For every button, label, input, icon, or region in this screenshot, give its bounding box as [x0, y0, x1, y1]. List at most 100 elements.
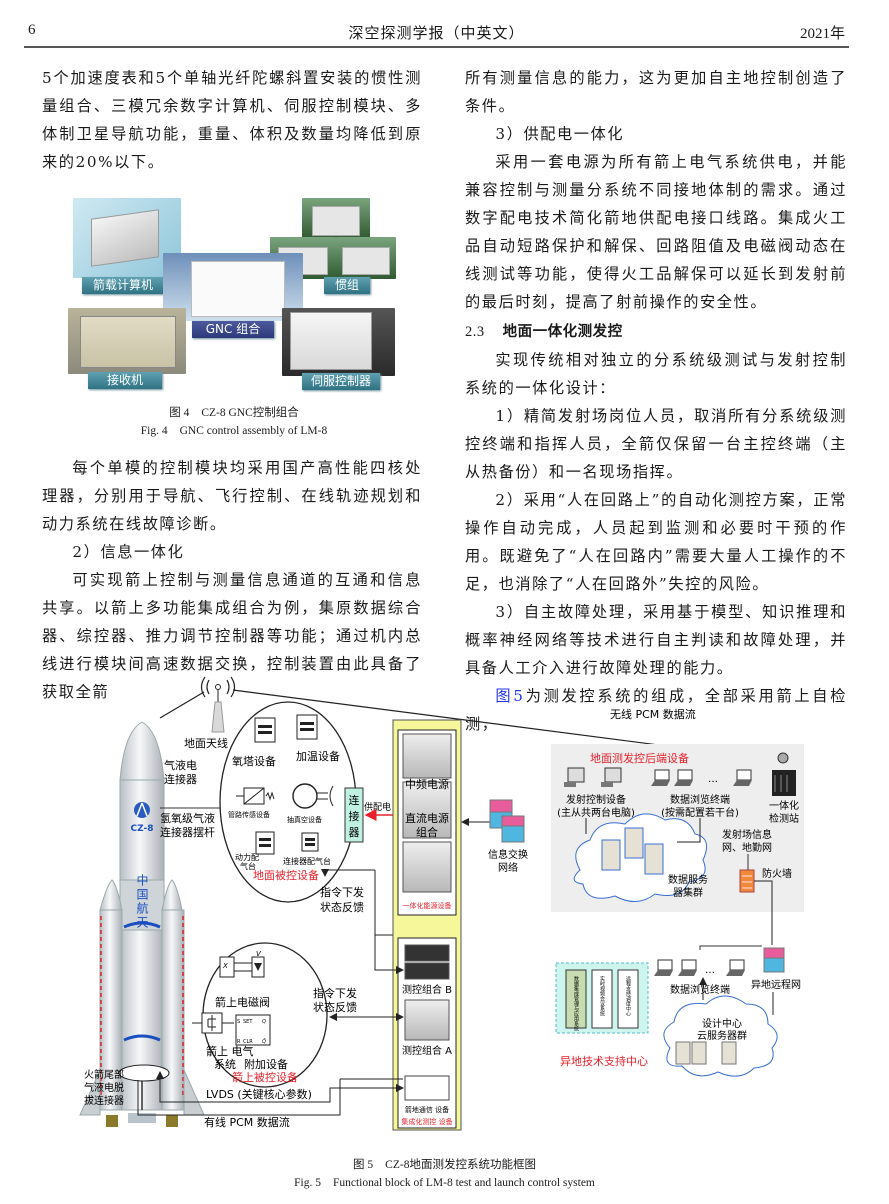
electric-system-icon — [192, 1012, 234, 1034]
dc-label-2: 组合 — [416, 825, 438, 839]
paragraph: 每个单模的控制模块均采用国产高性能四核处理器，分别用于导航、飞行控制、在线轨迹规… — [42, 459, 422, 533]
section-number: 2.3 — [465, 324, 485, 340]
remote-system-box — [565, 969, 587, 1029]
swing-rod-label-1: 氢氧级气液 — [160, 811, 215, 825]
remote-system-box — [591, 969, 613, 1029]
info-exchange-label-2: 网络 — [498, 861, 518, 874]
switch-icon — [763, 947, 785, 973]
server-label-2: 器集群 — [673, 886, 703, 899]
backend-ellipsis: … — [708, 774, 718, 785]
flip-flop-icon — [235, 1014, 271, 1046]
ff-s: S — [237, 1019, 240, 1025]
cabinet-icon — [255, 831, 275, 855]
remote-box-label-3: 远程支持调度中心 — [625, 975, 631, 1016]
tail-connector-label-2: 气液电脱 — [84, 1081, 124, 1094]
switch-icon — [489, 799, 525, 843]
launch-net-label-1: 发射场信息 — [722, 828, 772, 841]
group-a-label: 测控组合 A — [402, 1044, 452, 1057]
paragraph: 5个加速度表和5个单轴光纤陀螺斜置安装的惯性测量组合、三模冗余数字计算机、伺服控… — [42, 69, 422, 171]
valve-v-label: V — [256, 950, 262, 958]
list-item: 3）自主故障处理，采用基于模型、知识推理和概率神经网络等技术进行自主判读和故障处… — [465, 603, 847, 677]
solenoid-label: 箭上电磁阀 — [215, 995, 270, 1009]
desktop-computer-icon — [564, 767, 585, 787]
paragraph: 实现传统相对独立的分系统级测试与发射控制系统的一体化设计： — [465, 351, 847, 397]
label-servo: 伺服控制器 — [302, 373, 380, 390]
paragraph: 采用一套电源为所有箭上电气系统供电，并能兼容控制与测量分系统不同接地体制的需求。… — [465, 153, 847, 311]
power-supply-label: 供配电 — [364, 801, 391, 813]
publication-year: 2021年 — [799, 26, 845, 42]
ground-antenna-label: 地面天线 — [184, 736, 228, 750]
rocket-illustration — [79, 721, 205, 1127]
power-gas-label-1: 动力配 — [235, 852, 259, 862]
servo-photo — [282, 308, 395, 376]
wired-pcm-link — [137, 1078, 403, 1116]
caption-text-cn: CZ-8地面测发控系统功能框图 — [385, 1159, 536, 1171]
cloud-label-1: 设计中心 — [702, 1017, 742, 1030]
swing-rod-label-2: 连接器摆杆 — [160, 825, 215, 839]
power-gas-label-2: 气台 — [240, 861, 256, 871]
nitrogen-tower-label: 氧塔设备 — [232, 754, 276, 768]
ff-set: SET — [243, 1019, 253, 1025]
cloud-label-2: 云服务器群 — [697, 1029, 747, 1042]
onboard-title: 箭上被控设备 — [232, 1070, 298, 1084]
power-rack-title: 一体化能源设备 — [403, 901, 452, 910]
right-column: 所有测量信息的能力，这为更加自主地控制创造了条件。 3）供配电一体化 采用一套电… — [465, 64, 847, 738]
antenna-icon — [200, 676, 236, 733]
laptop-icon — [674, 769, 693, 786]
label-gnc: GNC 组合 — [192, 321, 274, 338]
electric-label-2: 系统 — [214, 1058, 236, 1071]
server-label-1: 数据服务 — [668, 873, 708, 886]
gnc-render — [163, 253, 303, 321]
connector-char-1: 连 — [349, 794, 360, 807]
cmd-label-2a: 指令下发 — [313, 986, 357, 1000]
launch-net-label-2: 网、地勤网 — [722, 841, 772, 854]
remote-ellipsis: … — [705, 965, 715, 976]
cabinet-icon — [301, 832, 319, 852]
label-receiver: 接收机 — [88, 372, 162, 389]
list-item: 2）采用“人在回路上”的自动化测控方案，正常操作自动完成，人员起到监测和必要时干… — [465, 491, 847, 593]
tail-connector-label-3: 拔连接器 — [84, 1094, 124, 1107]
laptop-icon — [678, 959, 697, 976]
info-exchange-label-1: 信息交换 — [488, 848, 528, 861]
list-item-title: 2）信息一体化 — [72, 543, 185, 561]
remote-browse-label: 数据浏览终端 — [670, 983, 730, 996]
cmd-label-1a: 指令下发 — [320, 885, 364, 899]
rocket-badge: CZ-8 — [131, 824, 154, 834]
vacuum-pump-icon — [292, 783, 334, 809]
cabinet-icon — [254, 717, 276, 743]
left-column-body: 每个单模的控制模块均采用国产高性能四核处理器，分别用于导航、飞行控制、在线轨迹规… — [42, 454, 422, 706]
remote-box-label-2: 实时视频会议系统 — [599, 975, 605, 1017]
cmd-label-1b: 状态反馈 — [320, 900, 364, 914]
connector-gas-label: 连接器配气台 — [283, 856, 331, 866]
caption-number-en: Fig. 4 — [140, 425, 168, 437]
browse-label-1: 数据浏览终端 — [670, 793, 730, 806]
figure-5-link[interactable]: 图5 — [495, 687, 525, 705]
connector-char-2: 接 — [349, 810, 360, 823]
tail-connector-ellipse — [118, 1064, 170, 1082]
list-item-title: 3）供配电一体化 — [495, 125, 625, 143]
lvds-label: LVDS (关键核心参数) — [206, 1087, 312, 1101]
additional-label: 附加设备 — [244, 1057, 288, 1071]
firewall-label: 防火墙 — [762, 867, 792, 880]
launch-ctrl-label-1: 发射控制设备 — [566, 793, 626, 806]
remote-box-label-1: 数据集成管理与应用系统 — [573, 975, 579, 1032]
remote-center-title: 异地技术支持中心 — [560, 1054, 648, 1068]
ground-devices-title: 地面被控设备 — [253, 868, 319, 882]
ff-r: R — [237, 1039, 241, 1045]
connector-box — [344, 787, 364, 843]
laptop-icon — [654, 959, 673, 976]
valve-x-label: X — [222, 962, 228, 970]
label-imu: 惯组 — [324, 277, 370, 294]
backend-title: 地面测发控后端设备 — [590, 751, 689, 765]
tail-connector-label-1: 火箭尾部 — [84, 1068, 124, 1081]
firewall-icon — [739, 869, 755, 893]
laptop-icon — [651, 769, 670, 786]
desktop-computer-icon — [601, 767, 622, 787]
rocket-lettering: 中国航天 — [135, 873, 149, 930]
connector-char-3: 器 — [349, 826, 360, 839]
remote-net-label: 异地远程网 — [751, 978, 801, 991]
figure-4: 箭载计算机 惯组 GNC 组合 接收机 伺服控制器 — [68, 195, 396, 395]
ff-qbar: Q̄ — [262, 1038, 266, 1045]
